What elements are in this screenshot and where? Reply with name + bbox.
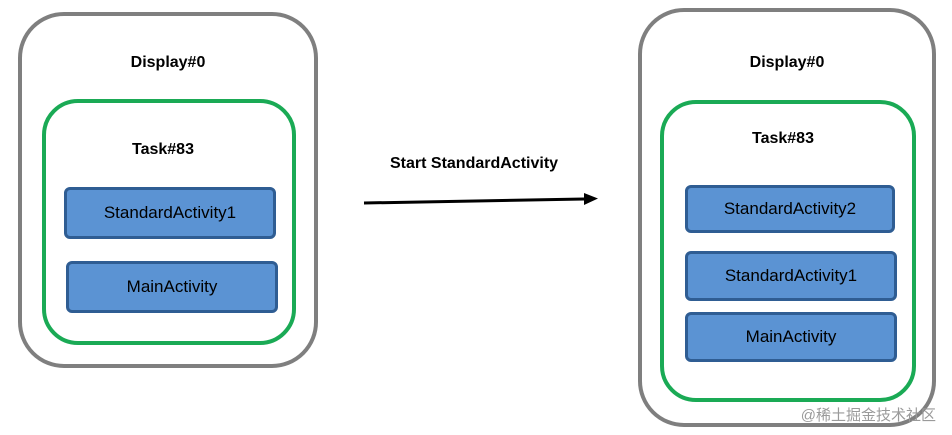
display-label: Display#0 xyxy=(749,54,825,71)
task-label: Task#83 xyxy=(752,130,814,147)
activity-mainactivity: MainActivity xyxy=(685,312,897,362)
activity-standardactivity1: StandardActivity1 xyxy=(685,251,897,301)
transition-label: Start StandardActivity xyxy=(390,155,559,172)
display-label: Display#0 xyxy=(130,54,206,71)
activity-mainactivity: MainActivity xyxy=(66,261,278,313)
task-after: Task#83 StandardActivity2 StandardActivi… xyxy=(660,100,916,402)
display-before: Display#0 Task#83 StandardActivity1 Main… xyxy=(18,12,318,368)
right-arrow-icon xyxy=(363,193,598,205)
task-before: Task#83 StandardActivity1 MainActivity xyxy=(42,99,296,345)
activity-standardactivity1: StandardActivity1 xyxy=(64,187,276,239)
activity-standardactivity2: StandardActivity2 xyxy=(685,185,895,233)
watermark: @稀土掘金技术社区 xyxy=(800,407,936,424)
task-label: Task#83 xyxy=(132,141,194,158)
display-after: Display#0 Task#83 StandardActivity2 Stan… xyxy=(638,8,936,427)
